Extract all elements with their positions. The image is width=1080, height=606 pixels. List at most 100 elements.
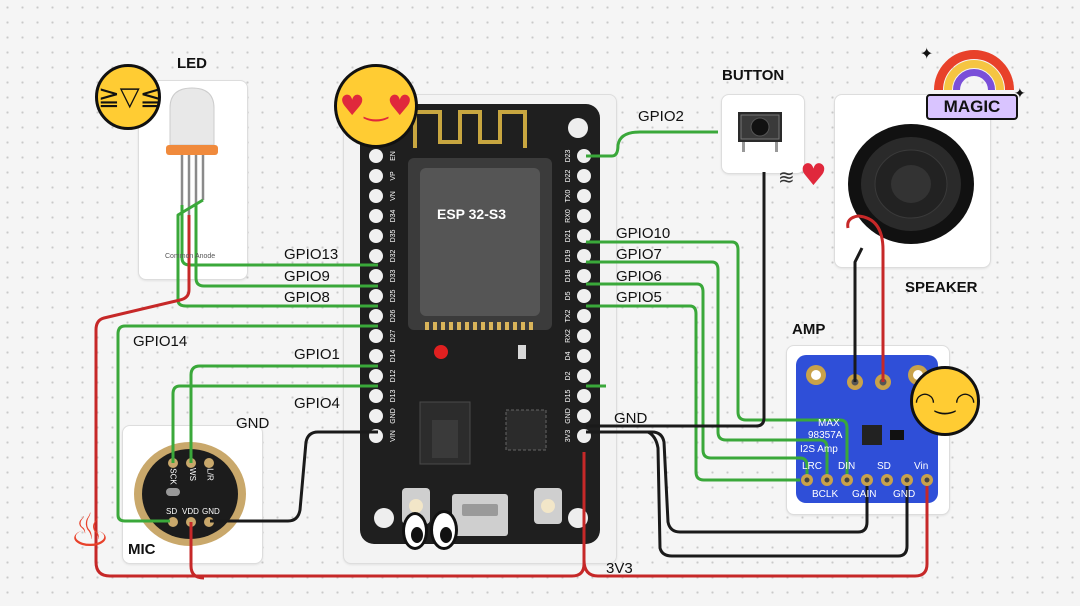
- mic-pin-ws: WS: [187, 468, 197, 481]
- esp-left-pin-d25: [369, 289, 383, 303]
- amp-pin-bclk: BCLK: [812, 489, 839, 500]
- esp-left-pin-label-d35: D35: [390, 229, 397, 242]
- speaker-title: SPEAKER: [905, 279, 978, 296]
- amp-pin-vin: Vin: [914, 461, 929, 472]
- esp-left-pin-label-en: EN: [390, 151, 397, 161]
- magic-sticker-text: MAGIC: [926, 94, 1018, 120]
- esp-right-pin-label-d4: D4: [565, 351, 572, 360]
- esp-left-pin-d32: [369, 249, 383, 263]
- amp-pin-lrc: LRC: [802, 461, 823, 472]
- wire-label-gpio13: GPIO13: [284, 246, 339, 263]
- wire-label-gpio14: GPIO14: [133, 333, 188, 350]
- amp-text-i2s: I2S Amp: [800, 444, 838, 455]
- esp-left-pin-d27: [369, 329, 383, 343]
- esp-right-pin-label-d22: D22: [565, 169, 572, 182]
- esp-right-pin-label-d5: D5: [565, 291, 572, 300]
- amp-pin-gain: GAIN: [852, 489, 877, 500]
- esp-left-pin-vp: [369, 169, 383, 183]
- esp-right-pin-label-3v3: 3V3: [565, 430, 572, 443]
- wire-label-gnd-left: GND: [236, 415, 270, 432]
- button-title: BUTTON: [722, 67, 785, 84]
- esp-right-pin-d19: [577, 249, 591, 263]
- i2s-amp-board: [796, 355, 938, 503]
- esp-right-pin-d21: [577, 229, 591, 243]
- esp-right-pin-d18: [577, 269, 591, 283]
- wire-label-gpio7: GPIO7: [616, 246, 662, 263]
- amp-text-model: 98357A: [808, 430, 843, 441]
- wire-label-gpio10: GPIO10: [616, 225, 671, 242]
- led-title: LED: [177, 55, 207, 72]
- esp-right-pin-tx2: [577, 309, 591, 323]
- esp-right-pin-d23: [577, 149, 591, 163]
- esp-right-pin-d15: [577, 389, 591, 403]
- esp-right-pin-label-d2: D2: [565, 371, 572, 380]
- esp-right-pin-label-d21: D21: [565, 229, 572, 242]
- esp-left-pin-label-d32: D32: [390, 249, 397, 262]
- esp-left-pin-label-d14: D14: [390, 349, 397, 362]
- rgb-led: [166, 87, 218, 215]
- esp-right-pin-label-tx2: TX2: [565, 309, 572, 322]
- power-wires: [94, 214, 929, 580]
- amp-pin-din: DIN: [838, 461, 856, 472]
- wire-label-gpio9: GPIO9: [284, 268, 330, 285]
- esp-right-pin-d22: [577, 169, 591, 183]
- heart-eyes-face-icon: ♥‿♥: [334, 64, 418, 148]
- esp-left-pin-d14: [369, 349, 383, 363]
- push-button-component: [738, 112, 782, 152]
- amp-text-max: MAX: [818, 418, 840, 429]
- wire-label-gnd-right: GND: [614, 410, 648, 427]
- esp-left-pin-header: ENVPVND34D35D32D33D25D26D27D14D12D13GNDV…: [369, 149, 397, 443]
- esp-right-pin-label-d19: D19: [565, 249, 572, 262]
- esp-right-pin-gnd: [577, 409, 591, 423]
- esp-right-pin-d5: [577, 289, 591, 303]
- mic-title: MIC: [128, 541, 156, 558]
- esp-right-pin-header: D23D22TX0RX0D21D19D18D5TX2RX2D4D2D15GND3…: [565, 149, 591, 443]
- esp-right-pin-tx0: [577, 189, 591, 203]
- esp-left-pin-d33: [369, 269, 383, 283]
- esp32-board: [360, 104, 600, 544]
- esp-right-pin-d4: [577, 349, 591, 363]
- esp-right-pin-rx0: [577, 209, 591, 223]
- fire-icon: ♨: [69, 503, 111, 557]
- esp-left-pin-label-d33: D33: [390, 269, 397, 282]
- esp-right-pin-label-d18: D18: [565, 269, 572, 282]
- esp-left-pin-d26: [369, 309, 383, 323]
- esp-left-pin-label-d26: D26: [390, 309, 397, 322]
- magic-rainbow-sticker: MAGIC ✦ ✦: [920, 44, 1026, 128]
- led-caption: Common Anode: [165, 253, 216, 260]
- wire-label-gpio8: GPIO8: [284, 289, 330, 306]
- esp-left-pin-d34: [369, 209, 383, 223]
- wire-label-gpio6: GPIO6: [616, 268, 662, 285]
- amp-pin-sd: SD: [877, 461, 891, 472]
- googly-eyes-icon: [402, 508, 460, 554]
- amp-title: AMP: [792, 321, 826, 338]
- vcc-label: 3V3: [606, 560, 633, 577]
- esp-right-pin-d2: [577, 369, 591, 383]
- esp-right-pin-label-d15: D15: [565, 389, 572, 402]
- esp-left-pin-label-gnd: GND: [390, 408, 397, 424]
- amp-pin-gnd: GND: [893, 489, 916, 500]
- mic-pin-vdd: VDD: [182, 507, 199, 516]
- esp-left-pin-label-d25: D25: [390, 289, 397, 302]
- wire-label-gpio1: GPIO1: [294, 346, 340, 363]
- esp-left-pin-en: [369, 149, 383, 163]
- esp-chip-label: ESP 32-S3: [437, 206, 507, 222]
- speaker-component: [848, 124, 974, 244]
- esp-right-pin-label-tx0: TX0: [565, 189, 572, 202]
- wire-label-gpio4: GPIO4: [294, 395, 340, 412]
- esp-left-pin-vn: [369, 189, 383, 203]
- ground-wires: [210, 172, 909, 558]
- smiling-face-icon: ◠‿◠: [910, 366, 980, 436]
- esp-left-pin-d12: [369, 369, 383, 383]
- mic-pin-sd: SD: [166, 507, 178, 516]
- esp-left-pin-d13: [369, 389, 383, 403]
- esp-right-pin-label-d23: D23: [565, 149, 572, 162]
- heart-stamp-icon: ≋ ♥: [778, 158, 827, 193]
- esp-right-pin-label-rx0: RX0: [565, 209, 572, 223]
- esp-left-pin-gnd: [369, 409, 383, 423]
- wire-label-gpio2: GPIO2: [638, 108, 684, 125]
- esp-left-pin-label-vn: VN: [390, 191, 397, 201]
- esp-left-pin-label-d27: D27: [390, 329, 397, 342]
- esp-left-pin-label-d34: D34: [390, 209, 397, 222]
